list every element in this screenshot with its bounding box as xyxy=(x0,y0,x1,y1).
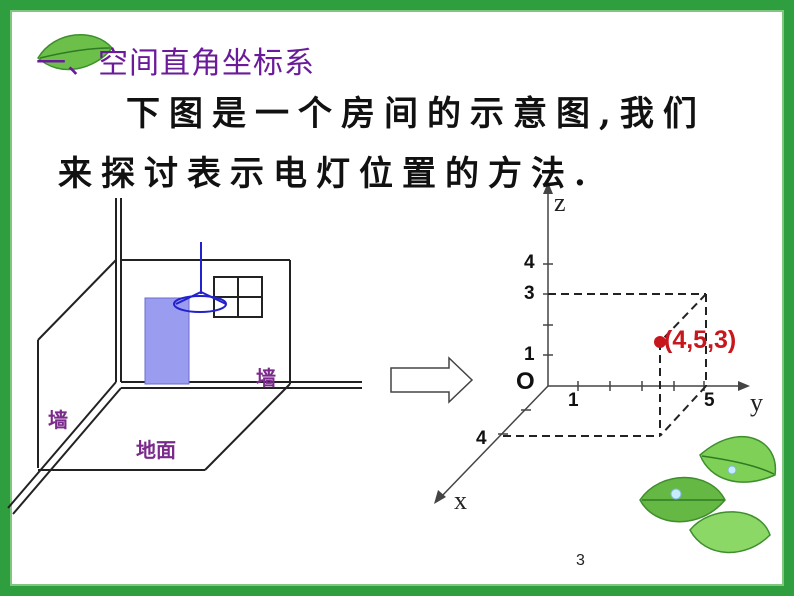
slide-body-text: 下图是一个房间的示意图,我们 来探讨表示电灯位置的方法. xyxy=(58,84,758,204)
floor-label: 地面 xyxy=(136,438,176,462)
x-axis-arrowhead xyxy=(434,490,446,504)
x-tick-label-4: 4 xyxy=(476,428,487,449)
leaf-bottom-right-icon xyxy=(639,436,777,554)
x-axis-label: x xyxy=(454,486,467,515)
dash-top-diagonal xyxy=(659,293,707,343)
door-shape xyxy=(144,297,190,385)
z-tick-label-3: 3 xyxy=(524,283,535,304)
projection-box xyxy=(503,293,707,437)
section-heading: 一、空间直角坐标系 xyxy=(36,38,315,82)
z-tick-label-4: 4 xyxy=(524,252,535,273)
wall-label-right: 墙 xyxy=(256,366,276,390)
heading-number: 一、 xyxy=(36,46,98,81)
page-number: 3 xyxy=(576,552,585,569)
coordinate-axes xyxy=(434,182,750,504)
transform-arrow-icon xyxy=(390,356,474,404)
wall-label-left: 墙 xyxy=(48,408,68,432)
lamp-icon xyxy=(173,242,227,313)
left-wall-top xyxy=(37,259,117,341)
y-axis-arrowhead xyxy=(738,381,750,391)
z-axis-arrowhead xyxy=(543,182,553,194)
floor-left-edge-b xyxy=(12,387,122,515)
floor-left-edge-a xyxy=(7,381,117,509)
floor-right-edge xyxy=(204,383,291,471)
origin-label: O xyxy=(516,368,535,395)
slide-inner-border xyxy=(10,10,784,586)
y-tick-label-5: 5 xyxy=(704,390,715,411)
body-line-1: 下图是一个房间的示意图,我们 xyxy=(126,94,706,134)
axis-ticks xyxy=(498,263,705,435)
y-axis-label: y xyxy=(750,388,763,417)
body-line-2: 来探讨表示电灯位置的方法. xyxy=(58,154,595,194)
z-tick-label-1: 1 xyxy=(524,344,535,365)
x-axis xyxy=(439,385,549,499)
point-marker xyxy=(654,336,666,348)
dash-floor-diagonal xyxy=(659,385,707,437)
point-coordinate-label: (4,5,3) xyxy=(664,326,737,354)
y-tick-label-1: 1 xyxy=(568,390,579,411)
z-axis-label: z xyxy=(554,188,566,217)
leaf-top-left-icon xyxy=(37,34,113,71)
heading-text: 空间直角坐标系 xyxy=(98,46,315,81)
